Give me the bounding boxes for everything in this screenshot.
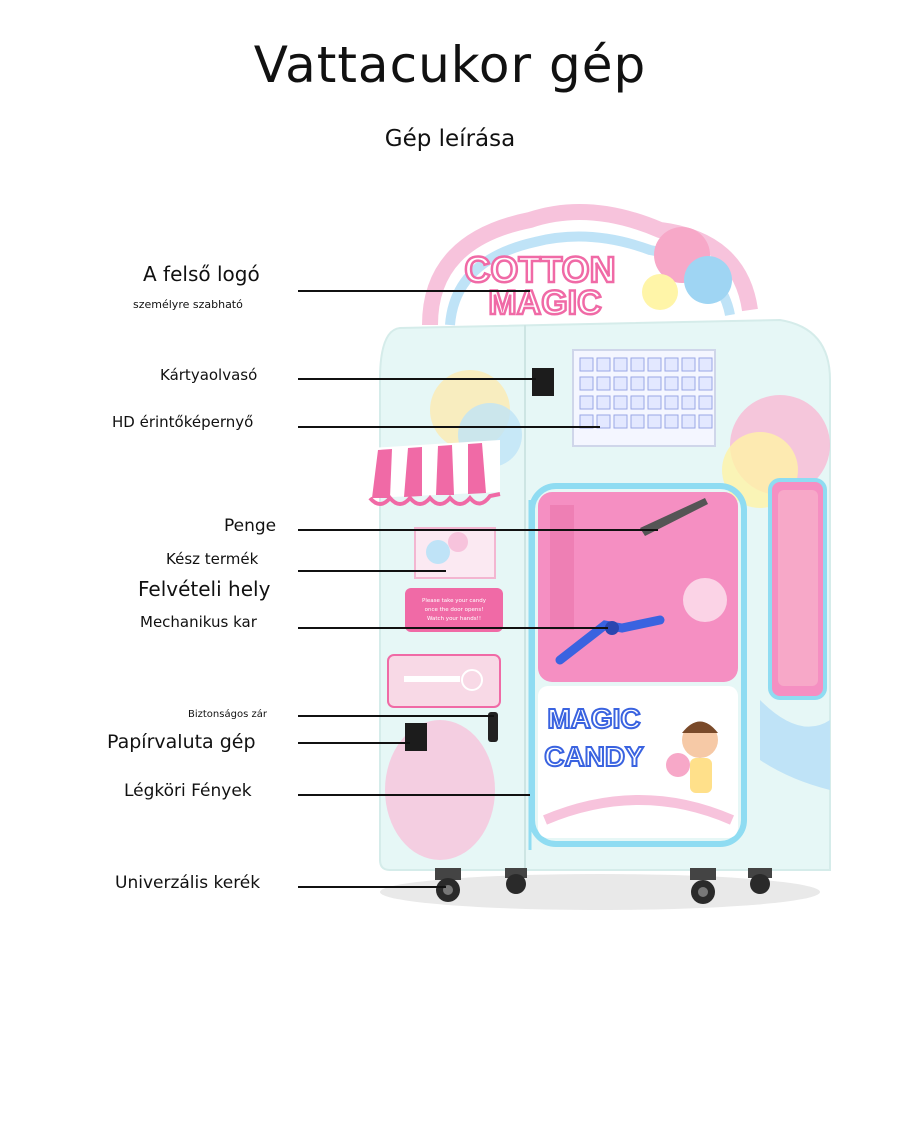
page-title: Vattacukor gép: [253, 36, 647, 94]
pointer-line-pickup: [298, 570, 446, 572]
label-paper-currency: Papírvaluta gép: [107, 731, 256, 753]
label-finished-product: Kész termék: [166, 550, 259, 568]
cotton-candy-machine-illustration: COTTON MAGIC Please take your candy once…: [368, 204, 831, 910]
pointer-line-atmospheric-lights: [298, 794, 530, 796]
svg-text:Watch your hands!!: Watch your hands!!: [427, 616, 481, 622]
notice-sign: [405, 588, 503, 632]
production-window: MAGIC CANDY: [529, 483, 747, 847]
label-card-reader: Kártyaolvasó: [160, 366, 258, 384]
logo-text-line1: COTTON: [464, 249, 615, 290]
awning: [368, 440, 501, 506]
label-safety-lock: Biztonságos zár: [188, 709, 267, 720]
label-universal-wheel: Univerzális kerék: [115, 873, 261, 893]
label-mechanical-arm: Mechanikus kar: [140, 613, 257, 631]
pointer-line-mechanical-arm: [298, 627, 608, 629]
pointer-line-top-logo: [298, 290, 530, 292]
wheels: [435, 868, 772, 904]
pointer-line-universal-wheel: [298, 886, 446, 888]
card-reader: [532, 368, 554, 396]
pointer-line-safety-lock: [298, 715, 494, 717]
svg-text:Please take your candy: Please take your candy: [422, 598, 487, 604]
pointer-line-paper-currency: [298, 742, 410, 744]
svg-text:once the door opens!: once the door opens!: [425, 607, 484, 613]
front-text-line1: MAGIC: [547, 703, 640, 734]
top-logo: COTTON MAGIC: [422, 204, 758, 326]
label-blade: Penge: [224, 516, 277, 536]
label-top-logo: A felső logó: [143, 262, 260, 286]
touchscreen: [572, 349, 716, 447]
page-subtitle: Gép leírása: [384, 126, 516, 152]
label-hd-touchscreen: HD érintőképernyő: [112, 413, 254, 431]
safety-lock: [488, 712, 498, 742]
label-atmospheric-lights: Légköri Fények: [124, 781, 252, 801]
pointer-line-blade: [298, 529, 658, 531]
bill-acceptor: [405, 723, 427, 751]
label-pickup-location: Felvételi hely: [138, 577, 271, 601]
label-top-logo-customizable: személyre szabható: [133, 298, 243, 311]
pointer-line-card-reader: [298, 378, 536, 380]
front-text-line2: CANDY: [544, 741, 644, 772]
pointer-line-hd-touchscreen: [298, 426, 600, 428]
